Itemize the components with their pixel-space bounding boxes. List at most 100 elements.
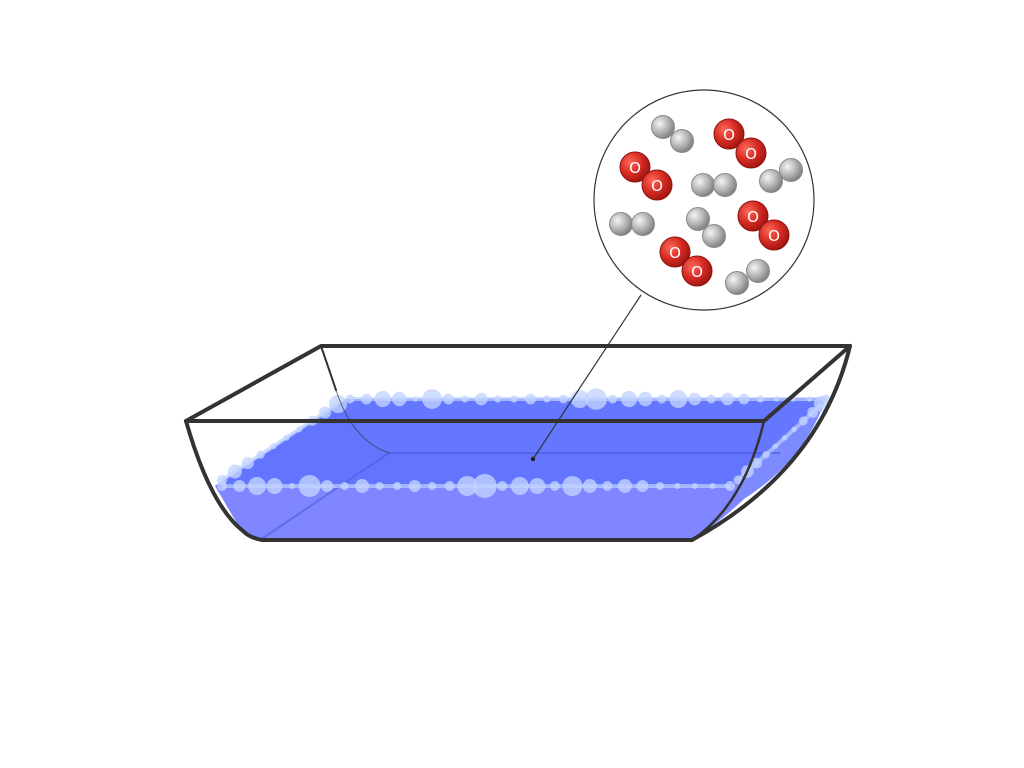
atom-label: O: [691, 263, 703, 281]
hydrogen-molecule: [759, 158, 803, 193]
bubble: [319, 406, 332, 419]
bubble: [620, 390, 638, 408]
pointer-line: [532, 294, 642, 460]
bubble: [725, 481, 735, 491]
bubble: [412, 396, 419, 402]
bubble: [321, 480, 334, 492]
hydrogen-atom: [759, 169, 783, 193]
tank-back-curve: [335, 389, 390, 454]
bubble: [738, 393, 750, 405]
bubble: [283, 434, 290, 441]
bubble: [233, 480, 246, 492]
oxygen-atom: [713, 118, 745, 150]
oxygen-atom: [681, 255, 713, 287]
bubble: [733, 475, 743, 485]
bubble: [691, 483, 698, 489]
bubble: [617, 479, 632, 493]
hydrogen-atom: [686, 207, 710, 231]
tank-right-side: [690, 344, 852, 542]
bubble: [256, 450, 265, 459]
tank-back-left-edge: [320, 345, 337, 391]
bubble: [529, 478, 546, 494]
bubble: [585, 388, 608, 410]
hydrogen-atom: [670, 129, 694, 153]
bubble: [655, 482, 664, 490]
magnifier-pointer: [530, 294, 642, 462]
hydrogen-atom: [702, 224, 726, 248]
liquid: [215, 388, 831, 541]
atom-label: O: [723, 126, 735, 144]
bubble: [392, 391, 407, 407]
oxygen-molecule: OO: [713, 118, 767, 169]
bubble: [558, 394, 568, 404]
bubble: [772, 443, 779, 449]
atom-label: O: [669, 244, 681, 262]
oxygen-molecule: OO: [659, 236, 713, 287]
bubble: [706, 394, 716, 404]
bubble: [461, 395, 469, 403]
bubble: [443, 393, 454, 405]
bubble: [751, 457, 763, 469]
bubble: [543, 395, 551, 403]
pointer-dot: [530, 456, 536, 462]
oxygen-atom: [659, 236, 691, 268]
bubble: [355, 479, 370, 493]
bubble: [549, 481, 560, 491]
oxygen-atom: [737, 200, 769, 232]
bubble: [721, 392, 734, 406]
bubble: [472, 474, 497, 498]
bubble: [428, 482, 437, 490]
bubble: [774, 396, 780, 402]
bubble: [608, 394, 618, 404]
bubble: [345, 394, 355, 404]
atom-label: O: [651, 177, 663, 195]
bubble-stream: [220, 402, 340, 482]
bubble: [602, 481, 613, 491]
hydrogen-molecule: [691, 173, 737, 197]
hydrogen-atom: [779, 158, 803, 182]
oxygen-molecule: OO: [737, 200, 790, 251]
bubble: [525, 393, 536, 405]
bubble: [393, 482, 402, 490]
hydrogen-molecule: [686, 207, 726, 248]
hydrogen-atom: [746, 259, 770, 283]
bubble: [657, 394, 667, 404]
hydrogen-atom: [691, 173, 715, 197]
bubble: [217, 475, 227, 485]
bubble: [638, 391, 653, 407]
bubble: [688, 392, 701, 406]
bubble: [457, 476, 478, 496]
tank: [184, 344, 852, 542]
bubble: [374, 390, 391, 408]
bubble: [340, 482, 349, 490]
bubble: [298, 475, 321, 497]
bubble: [329, 395, 347, 413]
bubble: [361, 393, 372, 405]
bubble: [296, 426, 303, 433]
bubble: [807, 407, 819, 418]
bubble: [227, 464, 242, 479]
bubble: [497, 481, 508, 491]
bubble: [636, 480, 649, 492]
bubble: [422, 389, 442, 409]
bubble: [475, 392, 488, 406]
atom-label: O: [747, 208, 759, 226]
bubble: [674, 483, 681, 489]
oxygen-molecule: OO: [619, 151, 673, 201]
bubble: [266, 478, 283, 494]
atom-label: O: [629, 159, 641, 177]
atom-label: O: [768, 227, 780, 245]
bubble: [444, 481, 455, 491]
oxygen-atom: [641, 169, 673, 201]
bubble: [510, 477, 529, 495]
bubble: [762, 451, 770, 459]
bubble: [562, 476, 583, 496]
atom-label: O: [745, 145, 757, 163]
bubble: [408, 480, 421, 492]
bubble: [510, 395, 518, 403]
bubble: [709, 483, 716, 489]
hydrogen-molecule: [651, 115, 694, 153]
oxygen-atom: [758, 219, 790, 251]
